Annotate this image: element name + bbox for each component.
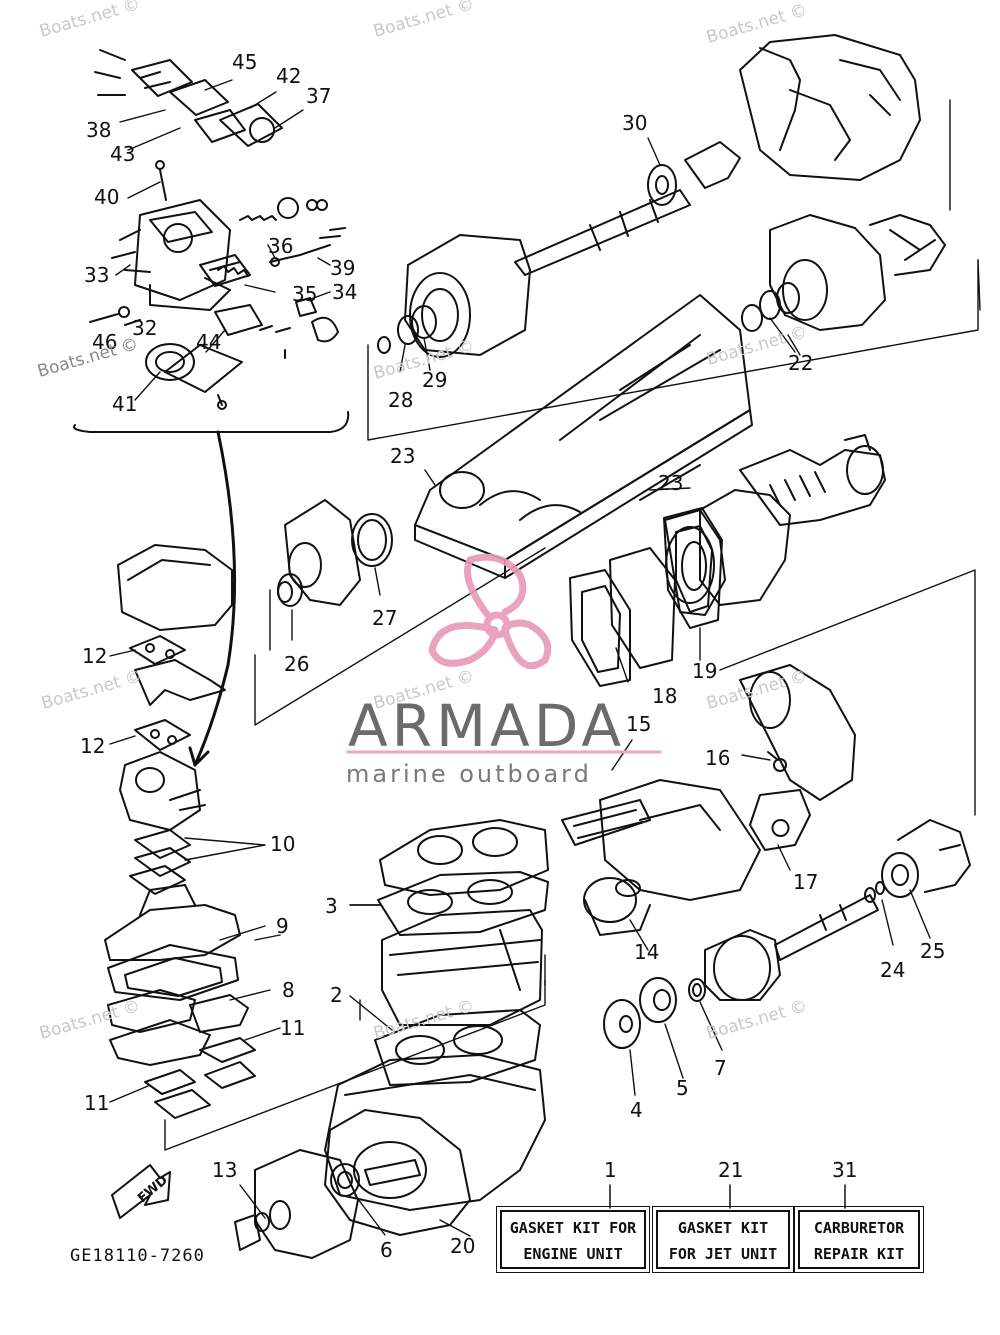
kit-number: 31	[832, 1158, 858, 1182]
callout-label: 33	[84, 263, 110, 287]
callout-label: 44	[196, 330, 222, 354]
callout-label: 42	[276, 64, 302, 88]
callout-label: 11	[280, 1016, 306, 1040]
kit-box-line: CARBURETOR	[813, 1219, 905, 1237]
kit-box-line: GASKET KIT	[677, 1219, 769, 1237]
callout-label: 27	[372, 606, 398, 630]
callout-label: 29	[422, 368, 448, 392]
kit-box-jet-gasket: GASKET KIT FOR JET UNIT	[652, 1206, 794, 1273]
callout-label: 25	[920, 939, 946, 963]
callout-label: 10	[270, 832, 296, 856]
kit-box-line: FOR JET UNIT	[668, 1245, 778, 1263]
kit-box-carburetor-repair: CARBURETOR REPAIR KIT	[794, 1206, 924, 1273]
callout-label: 12	[82, 644, 108, 668]
callout-label: 19	[692, 659, 718, 683]
callout-label: 5	[676, 1076, 689, 1100]
callout-label: 4	[630, 1098, 643, 1122]
kit-number: 21	[718, 1158, 744, 1182]
callout-label: 7	[714, 1056, 727, 1080]
callout-label: 8	[282, 978, 295, 1002]
callout-label: 26	[284, 652, 310, 676]
callout-label: 22	[788, 351, 814, 375]
callout-label: 15	[626, 712, 652, 736]
callout-label: 11	[84, 1091, 110, 1115]
callout-label: 30	[622, 111, 648, 135]
callout-label: 39	[330, 256, 356, 280]
callout-label: 6	[380, 1238, 393, 1262]
callout-label: 2	[330, 983, 343, 1007]
engine-block	[111, 819, 549, 1259]
callout-label: 41	[112, 392, 138, 416]
callout-label: 13	[212, 1158, 238, 1182]
brand-tagline: marine outboard	[346, 760, 592, 788]
diagram-part-code: GE18110-7260	[70, 1246, 205, 1266]
callout-label: 3	[325, 894, 338, 918]
brand-name: ARMADA	[348, 692, 626, 760]
callout-label: 40	[94, 185, 120, 209]
callout-label: 36	[268, 234, 294, 258]
callout-label: 17	[793, 870, 819, 894]
callout-label: 46	[92, 330, 118, 354]
assembly-arrow	[193, 430, 237, 767]
kit-box-line: GASKET KIT FOR	[509, 1219, 637, 1237]
kit-number: 1	[604, 1158, 617, 1182]
jet-unit-group	[367, 34, 981, 441]
exhaust-components	[254, 434, 976, 951]
intake-manifold-stack	[104, 544, 546, 1151]
callout-label: 43	[110, 142, 136, 166]
callout-label: 34	[332, 280, 358, 304]
kit-box-line: ENGINE UNIT	[523, 1245, 623, 1263]
drive-shaft-parts	[603, 759, 976, 1096]
callout-label: 28	[388, 388, 414, 412]
callout-label: 20	[450, 1234, 476, 1258]
kit-box-engine-gasket: GASKET KIT FOR ENGINE UNIT	[496, 1206, 650, 1273]
callout-label: 23	[658, 471, 684, 495]
callout-label: 23	[390, 444, 416, 468]
callout-label: 35	[292, 282, 318, 306]
callout-label: 32	[132, 316, 158, 340]
kit-box-line: REPAIR KIT	[813, 1245, 905, 1263]
callout-label: 38	[86, 118, 112, 142]
water-box	[269, 499, 393, 651]
callout-label: 16	[705, 746, 731, 770]
callout-label: 37	[306, 84, 332, 108]
carburetor-inset	[73, 49, 350, 433]
callout-label: 9	[276, 914, 289, 938]
callout-label: 45	[232, 50, 258, 74]
callout-label: 14	[634, 940, 660, 964]
armada-logo-icon	[428, 553, 552, 670]
callout-label: 18	[652, 684, 678, 708]
callout-label: 24	[880, 958, 906, 982]
callout-label: 12	[80, 734, 106, 758]
